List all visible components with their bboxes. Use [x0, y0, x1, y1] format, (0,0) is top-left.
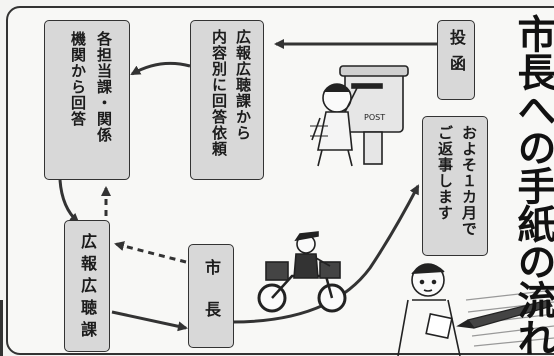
box-departments-text: 各担当課・関係 機関から回答 — [65, 31, 117, 143]
page-edge-bar — [0, 300, 3, 356]
box-reply: およそ１カ月で ご返事します — [422, 116, 488, 256]
arrow-departments-to-koho — [58, 179, 80, 224]
box-departments: 各担当課・関係 機関から回答 — [44, 20, 130, 180]
box-request-line-1: 広報広聴課から — [234, 29, 252, 141]
box-koho-kocho-label: 広報広聴課 — [78, 233, 97, 343]
postbox — [344, 71, 404, 133]
diagram-title: 市長への手紙の流れ — [511, 14, 554, 356]
box-reply-text: およそ１カ月で ご返事します — [433, 125, 481, 237]
box-shicho-label: 市長 — [202, 259, 221, 343]
arrow-request-to-departments — [130, 61, 191, 76]
box-toukan-label: 投函 — [447, 29, 466, 81]
box-departments-line-2: 機関から回答 — [69, 31, 87, 127]
postman-motorcycle-illustration — [257, 231, 347, 313]
box-request-line-2: 内容別に回答依頼 — [210, 29, 228, 157]
postbox-label: POST — [364, 113, 385, 122]
pen-paper-illustration — [456, 289, 554, 347]
dashed-arrow-shicho-to-koho — [114, 241, 187, 264]
box-shicho: 市長 — [188, 244, 234, 348]
box-reply-line-2: ご返事します — [436, 125, 454, 221]
person-posting-illustration — [310, 65, 409, 167]
box-departments-line-1: 各担当課・関係 — [95, 31, 113, 143]
box-request-text: 広報広聴課から 内容別に回答依頼 — [207, 29, 255, 157]
box-reply-line-1: およそ１カ月で — [460, 125, 478, 237]
box-request: 広報広聴課から 内容別に回答依頼 — [190, 20, 264, 180]
arrow-koho-to-shicho — [111, 310, 188, 332]
person-reading-illustration — [397, 263, 461, 356]
arrow-shicho-to-reply — [231, 184, 420, 324]
box-toukan: 投函 — [437, 20, 475, 100]
box-koho-kocho: 広報広聴課 — [64, 220, 110, 352]
